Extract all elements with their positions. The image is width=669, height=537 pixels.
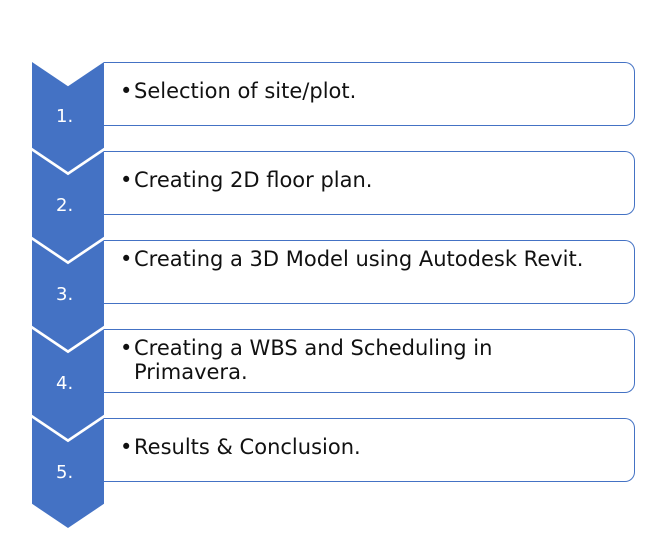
bullet-icon: •	[120, 168, 133, 192]
step-label: Creating 2D floor plan.	[134, 168, 373, 192]
step-text: • Creating a WBS and Scheduling in Prima…	[120, 336, 604, 388]
process-step-4: 4. • Creating a WBS and Scheduling in Pr…	[0, 329, 669, 439]
step-text-box: • Selection of site/plot.	[104, 62, 635, 126]
step-text-box: • Creating a 3D Model using Autodesk Rev…	[104, 240, 635, 304]
bullet-icon: •	[120, 435, 133, 459]
process-step-2: 2. • Creating 2D floor plan.	[0, 151, 669, 261]
step-text: • Selection of site/plot.	[120, 63, 604, 119]
step-text-box: • Creating 2D floor plan.	[104, 151, 635, 215]
step-number: 4.	[56, 373, 74, 394]
process-step-3: 3. • Creating a 3D Model using Autodesk …	[0, 240, 669, 350]
step-text-box: • Creating a WBS and Scheduling in Prima…	[104, 329, 635, 393]
step-number: 1.	[56, 106, 74, 127]
step-text-box: • Results & Conclusion.	[104, 418, 635, 482]
step-text: • Creating a 3D Model using Autodesk Rev…	[120, 247, 604, 299]
step-number: 2.	[56, 195, 74, 216]
step-label: Selection of site/plot.	[134, 79, 357, 103]
step-text: • Results & Conclusion.	[120, 419, 604, 475]
step-number: 3.	[56, 284, 74, 305]
bullet-icon: •	[120, 79, 133, 103]
step-number: 5.	[56, 462, 74, 483]
process-step-5: 5. • Results & Conclusion.	[0, 418, 669, 528]
bullet-icon: •	[120, 336, 133, 360]
process-step-1: 1. • Selection of site/plot.	[0, 62, 669, 172]
step-label: Creating a 3D Model using Autodesk Revit…	[134, 247, 584, 271]
bullet-icon: •	[120, 247, 133, 271]
step-label: Results & Conclusion.	[134, 435, 361, 459]
step-label: Creating a WBS and Scheduling in Primave…	[134, 336, 493, 384]
step-text: • Creating 2D floor plan.	[120, 152, 604, 208]
